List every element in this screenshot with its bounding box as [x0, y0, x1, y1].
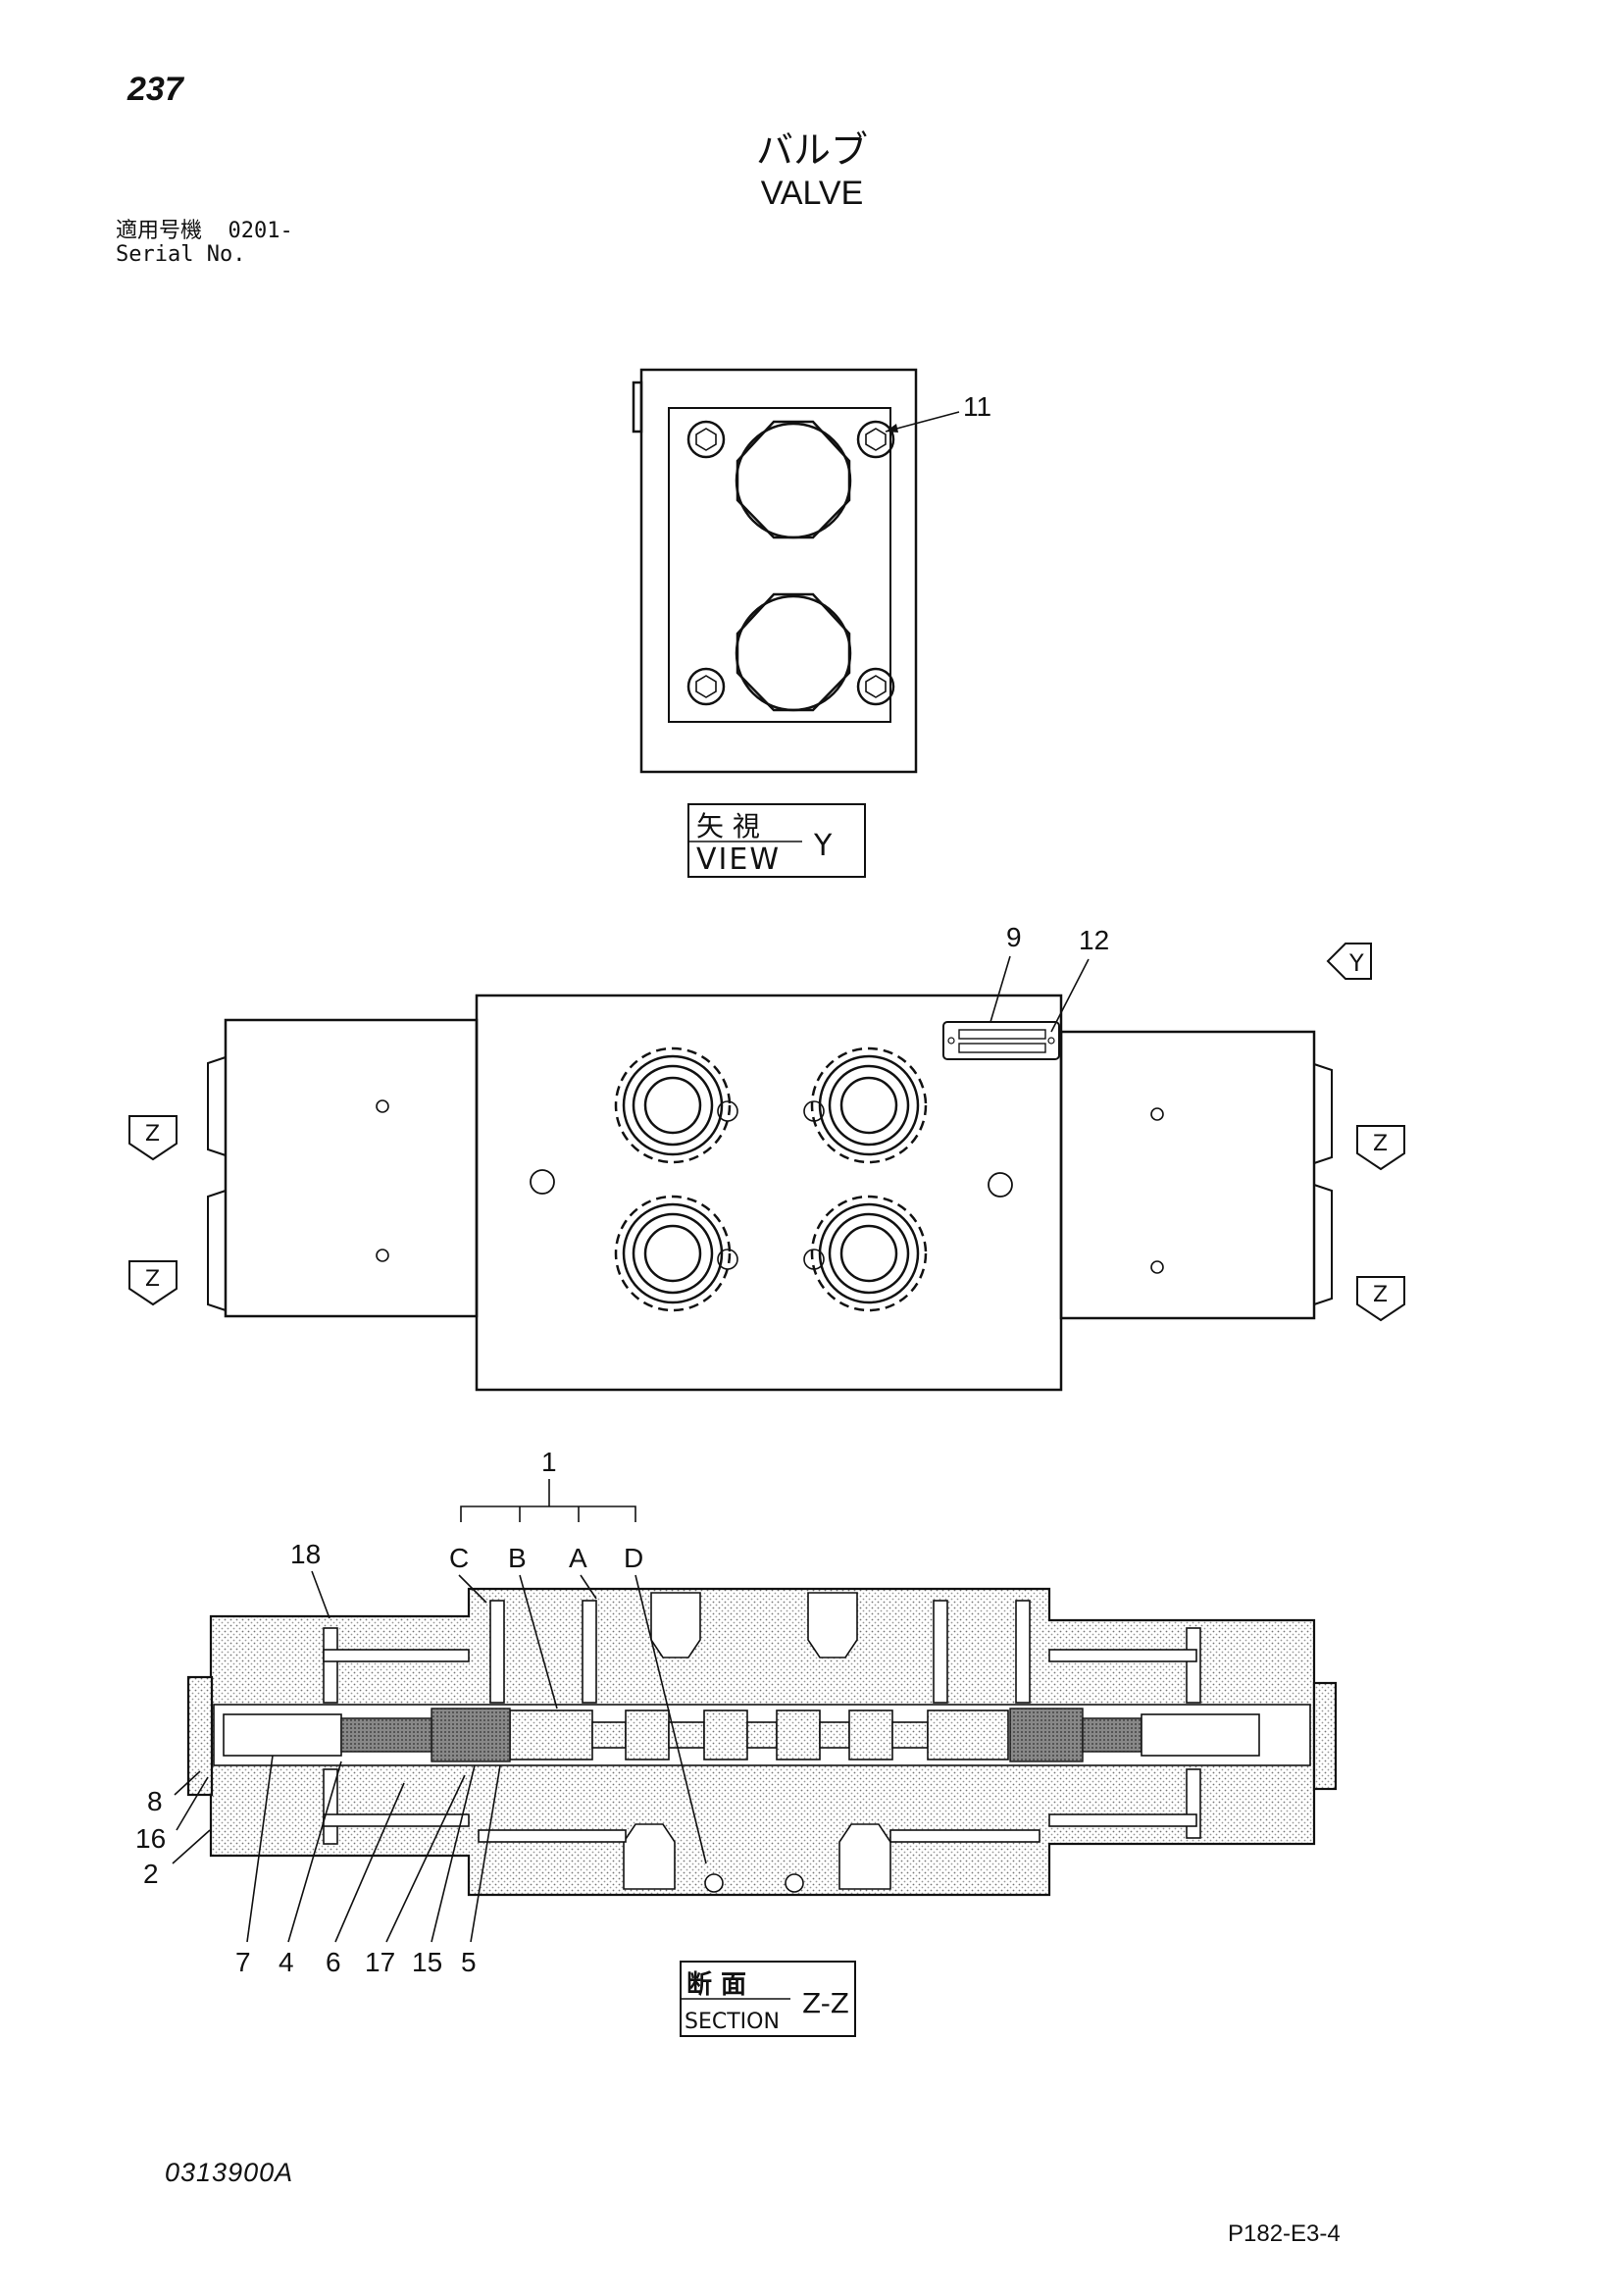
port-lower-right — [803, 1195, 928, 1312]
callout-D: D — [624, 1543, 643, 1573]
bolt-icon — [856, 420, 895, 459]
svg-text:Y: Y — [1348, 949, 1364, 977]
view-y-label-jp: 矢 視 — [696, 810, 760, 842]
serial-block: 適用号機 0201- Serial No. — [116, 220, 293, 267]
callout-17: 17 — [365, 1947, 395, 1977]
section-arrow-z-icon: Z — [128, 1115, 178, 1161]
section-arrow-z-icon: Z — [128, 1260, 178, 1306]
view-y-label: 矢 視 VIEW Y — [687, 803, 866, 878]
title-japanese: バルブ — [755, 130, 868, 172]
callout-6: 6 — [326, 1947, 341, 1977]
section-arrow-z-icon: Z — [1356, 1125, 1405, 1171]
callout-8: 8 — [147, 1786, 163, 1816]
callout-A: A — [569, 1543, 587, 1573]
serial-english: Serial No. — [116, 242, 246, 267]
view-y-label-letter: Y — [813, 829, 833, 863]
section-drawing — [186, 1587, 1338, 1897]
view-y-body — [639, 368, 918, 774]
hex-port-lower — [735, 592, 852, 712]
callout-16: 16 — [135, 1823, 166, 1854]
callout-C: C — [449, 1543, 469, 1573]
svg-text:Z: Z — [1373, 1132, 1388, 1156]
front-view-drawing — [207, 955, 1333, 1392]
spool — [509, 1709, 1009, 1760]
section-leaders — [172, 1479, 707, 1943]
port-lower-left — [614, 1195, 738, 1312]
drawing-code: 0313900A — [165, 2158, 294, 2187]
callout-12: 12 — [1079, 925, 1109, 955]
callout-1: 1 — [541, 1447, 557, 1477]
port-upper-right — [803, 1046, 928, 1164]
page-number: 237 — [127, 71, 183, 108]
right-plug — [1312, 1681, 1338, 1791]
spring-left — [431, 1708, 511, 1762]
bolt-icon — [686, 420, 726, 459]
section-label-letter: Z-Z — [802, 1987, 849, 2019]
callout-5: 5 — [461, 1947, 477, 1977]
left-end-block — [224, 1018, 479, 1318]
right-end-block — [1059, 1030, 1316, 1320]
callout-4: 4 — [279, 1947, 294, 1977]
bottom-ports — [623, 1823, 891, 1890]
title-english: VALVE — [760, 175, 864, 212]
callout-9: 9 — [1006, 922, 1022, 952]
svg-text:Z: Z — [1373, 1283, 1388, 1307]
callout-B: B — [508, 1543, 527, 1573]
left-plug — [186, 1675, 214, 1797]
view-y-label-en: VIEW — [696, 842, 781, 877]
port-upper-left — [614, 1046, 738, 1164]
spring-right — [1009, 1708, 1084, 1762]
top-ports — [650, 1592, 858, 1658]
nameplate — [942, 1021, 1060, 1060]
callout-2: 2 — [143, 1859, 159, 1889]
callout-11: 11 — [963, 391, 991, 422]
reference-code: P182-E3-4 — [1228, 2220, 1341, 2247]
bolt-icon — [686, 667, 726, 706]
center-block — [475, 994, 1063, 1392]
section-arrow-z-icon: Z — [1356, 1276, 1405, 1322]
bolt-icon — [856, 667, 895, 706]
callout-18: 18 — [290, 1539, 321, 1569]
hex-port-upper — [735, 420, 852, 539]
view-y-plate — [668, 407, 891, 723]
section-label-en: SECTION — [685, 2010, 780, 2034]
view-y-tab — [632, 381, 643, 434]
view-arrow-y-icon: Y — [1326, 943, 1372, 980]
svg-text:Z: Z — [145, 1267, 160, 1292]
callout-15: 15 — [412, 1947, 442, 1977]
view-y-drawing — [632, 368, 960, 774]
serial-japanese: 適用号機 0201- — [116, 219, 293, 243]
section-label: 断 面 SECTION Z-Z — [680, 1961, 856, 2037]
svg-text:Z: Z — [145, 1122, 160, 1147]
section-label-jp: 断 面 — [686, 1969, 746, 2000]
callout-7: 7 — [235, 1947, 251, 1977]
